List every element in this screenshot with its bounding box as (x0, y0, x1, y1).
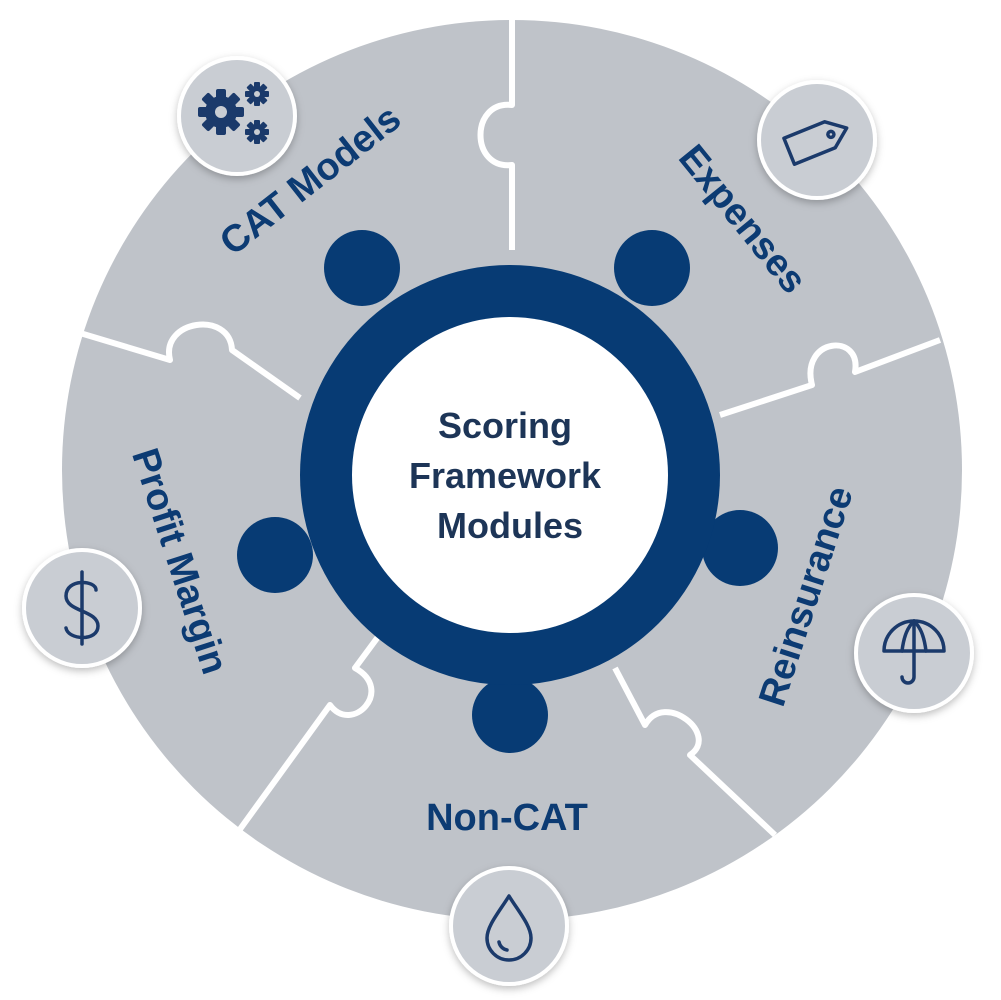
hub-center (352, 317, 668, 633)
center-title-line-3: Modules (437, 505, 583, 546)
gears-icon (177, 56, 297, 176)
puzzle-seams (79, 20, 942, 838)
dollar-icon (22, 548, 142, 668)
umbrella-icon (854, 593, 974, 713)
hub-connector-knobs (237, 230, 778, 753)
water-drop-icon (449, 866, 569, 986)
price-tag-icon (757, 80, 877, 200)
center-title-line-2: Framework (409, 455, 602, 496)
module-label-non-cat: Non-CAT (426, 797, 588, 839)
center-title-line-1: Scoring (438, 405, 572, 446)
central-hub: Scoring Framework Modules (237, 230, 778, 753)
svg-text:Scoring Framework: Scoring Framework Modules (409, 405, 611, 546)
icon-badges (22, 56, 974, 986)
